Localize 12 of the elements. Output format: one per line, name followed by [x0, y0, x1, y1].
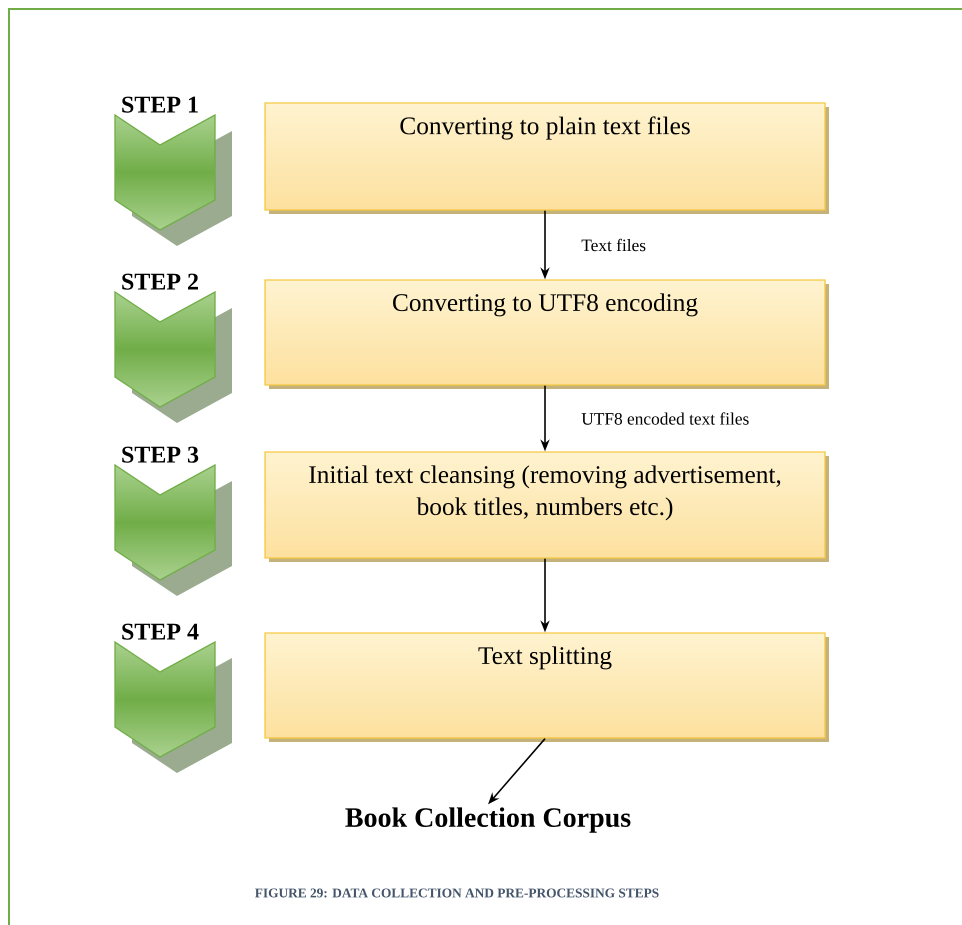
process-box: Converting to plain text files — [264, 102, 829, 214]
process-box: Text splitting — [264, 632, 829, 742]
step-label: STEP 4 — [122, 624, 199, 640]
step-label: STEP 2 — [122, 274, 198, 290]
process-box: Initial text cleansing (removing advertisement, book titles, numbers etc.) — [264, 451, 829, 562]
edge-label: Text files — [580, 237, 648, 253]
step-label: STEP 3 — [122, 446, 198, 463]
figure-caption: FIGURE 29: DATA COLLECTION AND PRE-PROCESSING STEPS — [255, 888, 659, 898]
step-label: STEP 1 — [122, 96, 198, 113]
output-label: Book Collection Corpus — [345, 807, 630, 833]
edge-label: UTF8 encoded text files — [580, 410, 751, 426]
process-box: Converting to UTF8 encoding — [264, 279, 829, 389]
